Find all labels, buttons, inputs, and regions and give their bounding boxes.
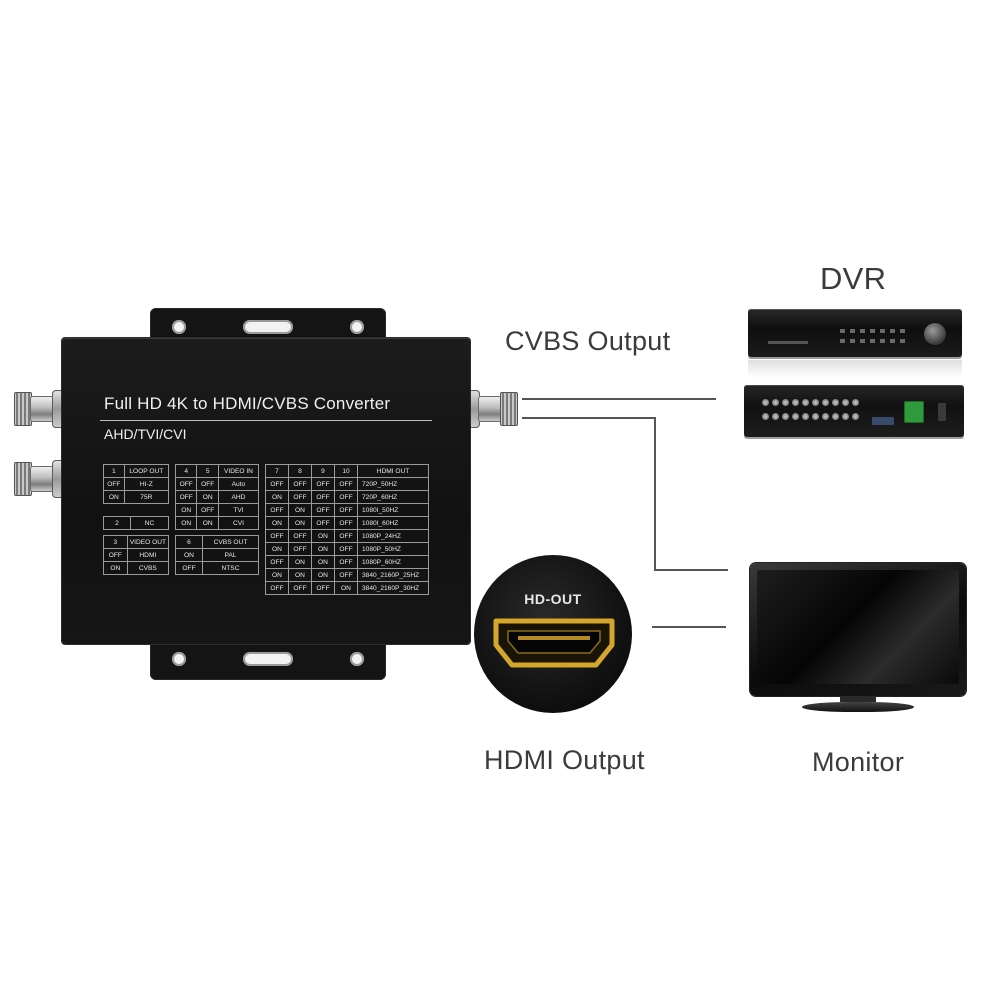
monitor: [750, 563, 966, 696]
cvbs-output-label: CVBS Output: [505, 326, 670, 357]
monitor-stand: [802, 702, 914, 712]
dvr-front-buttons: [840, 339, 910, 343]
dvr-back-panel: [744, 385, 964, 437]
monitor-label: Monitor: [812, 747, 904, 778]
dvr-reflection: [748, 360, 962, 378]
hdmi-port-label: HD-OUT: [474, 591, 632, 607]
dvr-front-panel: [748, 309, 962, 357]
dvr-brand-strip: [768, 341, 808, 344]
monitor-screen: [757, 570, 959, 684]
dvr-front-buttons: [840, 329, 910, 333]
dvr-label: DVR: [820, 261, 886, 297]
hdmi-port-icon: [490, 615, 618, 671]
dvr-jog-knob: [924, 323, 946, 345]
cvbs-to-monitor-line: [522, 418, 728, 570]
hdmi-output-label: HDMI Output: [484, 745, 645, 776]
dvr-terminal-block: [904, 401, 924, 423]
